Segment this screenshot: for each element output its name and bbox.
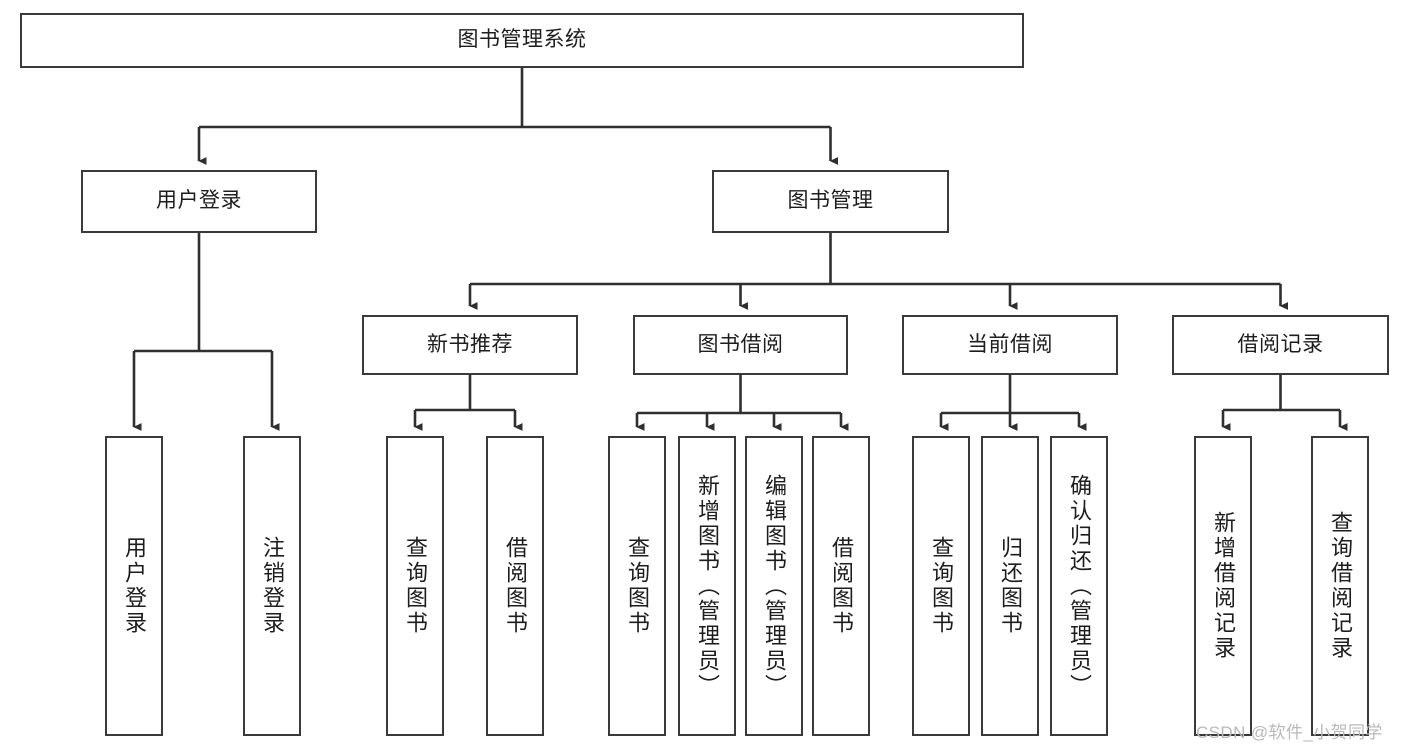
node-leaf-borrow-book[interactable]: 借阅图书 (812, 436, 870, 736)
connector-bus-book-borrow (637, 375, 841, 415)
node-label-leaf-borrow-book-recommend: 借阅图书 (503, 536, 528, 636)
node-label-leaf-query-book-borrow: 查询图书 (625, 536, 650, 636)
node-label-borrow-record: 借阅记录 (1237, 332, 1324, 356)
node-label-current-borrow: 当前借阅 (967, 332, 1053, 356)
node-label-leaf-add-book: 新增图书（管理员） (695, 473, 720, 699)
node-leaf-add-borrow-record[interactable]: 新增借阅记录 (1194, 436, 1252, 736)
node-new-book-recommend[interactable]: 新书推荐 (362, 315, 578, 375)
node-label-leaf-borrow-book: 借阅图书 (829, 536, 854, 636)
node-leaf-edit-book[interactable]: 编辑图书（管理员） (745, 436, 803, 736)
node-label-leaf-query-borrow-record: 查询借阅记录 (1328, 511, 1353, 661)
node-label-root: 图书管理系统 (457, 28, 587, 52)
node-label-leaf-edit-book: 编辑图书（管理员） (762, 473, 787, 699)
node-label-leaf-confirm-return: 确认归还（管理员） (1067, 473, 1092, 699)
csdn-watermark: CSDN @软件_小贺同学 (1196, 723, 1383, 742)
node-root[interactable]: 图书管理系统 (20, 13, 1024, 68)
node-label-leaf-logout: 注销登录 (260, 536, 285, 636)
node-label-leaf-query-book-current: 查询图书 (929, 536, 954, 636)
node-label-book-borrow: 图书借阅 (697, 332, 784, 356)
node-leaf-query-book-current[interactable]: 查询图书 (912, 436, 970, 736)
node-user-login[interactable]: 用户登录 (81, 170, 317, 233)
node-leaf-query-book-recommend[interactable]: 查询图书 (386, 436, 444, 736)
node-label-leaf-return-book: 归还图书 (998, 536, 1023, 636)
node-current-borrow[interactable]: 当前借阅 (902, 315, 1118, 375)
node-book-management[interactable]: 图书管理 (712, 170, 949, 233)
connector-bus-user-login (134, 233, 272, 353)
node-leaf-query-borrow-record[interactable]: 查询借阅记录 (1311, 436, 1369, 736)
node-leaf-return-book[interactable]: 归还图书 (981, 436, 1039, 736)
node-leaf-add-book[interactable]: 新增图书（管理员） (678, 436, 736, 736)
node-leaf-logout[interactable]: 注销登录 (243, 436, 301, 736)
connector-bus-borrow-record (1223, 375, 1340, 412)
connector-bus-current-borrow (941, 375, 1079, 415)
connector-bus-root (199, 68, 831, 129)
node-leaf-borrow-book-recommend[interactable]: 借阅图书 (486, 436, 544, 736)
connector-bus-book-management (470, 233, 1281, 286)
node-label-leaf-user-login: 用户登录 (122, 536, 147, 636)
node-leaf-user-login[interactable]: 用户登录 (105, 436, 163, 736)
node-book-borrow[interactable]: 图书借阅 (633, 315, 848, 375)
node-label-user-login: 用户登录 (156, 189, 242, 213)
node-borrow-record[interactable]: 借阅记录 (1172, 315, 1389, 375)
node-label-leaf-add-borrow-record: 新增借阅记录 (1211, 511, 1236, 661)
connector-bus-new-book-recommend (415, 375, 515, 412)
node-label-leaf-query-book-recommend: 查询图书 (403, 536, 428, 636)
node-leaf-confirm-return[interactable]: 确认归还（管理员） (1050, 436, 1108, 736)
node-leaf-query-book-borrow[interactable]: 查询图书 (608, 436, 666, 736)
node-label-book-management: 图书管理 (787, 189, 874, 213)
node-label-new-book-recommend: 新书推荐 (427, 332, 513, 356)
